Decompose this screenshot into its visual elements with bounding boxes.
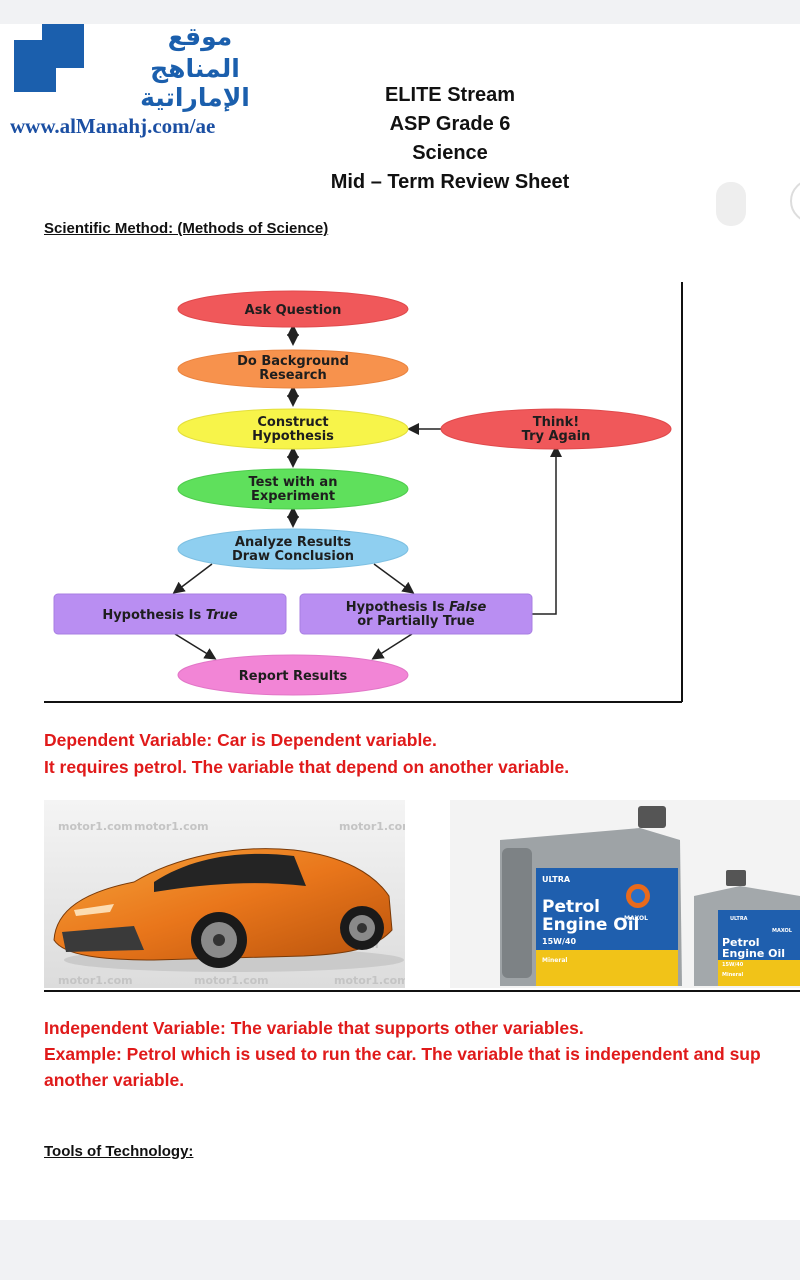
- label-report: Report Results: [239, 669, 348, 684]
- oil-mineral-large: Mineral: [542, 957, 567, 964]
- car-watermark-7: motor1.com: [334, 974, 405, 987]
- oil-line2-large: Engine Oil: [542, 915, 639, 935]
- arrow-analyze-true: [172, 563, 213, 594]
- scientific-method-title: Scientific Method: (Methods of Science): [44, 220, 329, 237]
- logo-arabic-line1: موقع: [167, 24, 233, 51]
- oil-grade-large: 15W/40: [542, 937, 576, 946]
- step-hypothesis-false: [299, 593, 533, 635]
- label-think-1: Think!: [533, 415, 579, 430]
- step-background-research: [177, 349, 409, 389]
- arrow-false-think: [532, 445, 562, 615]
- scientific-method-flowchart: Ask Question Do Background Research Cons…: [44, 282, 683, 703]
- independent-variable-line2: Example: Petrol which is used to run the…: [44, 1044, 761, 1064]
- dependent-variable-line1: Dependent Variable: Car is Dependent var…: [44, 730, 437, 750]
- car-watermark-2: motor1.com: [134, 820, 209, 833]
- independent-variable-line1: Independent Variable: The variable that …: [44, 1018, 584, 1038]
- step-construct-hypothesis: [177, 408, 409, 450]
- label-test-2: Experiment: [251, 489, 335, 504]
- image-divider-line: [44, 990, 800, 992]
- arrow-analyze-false: [373, 563, 415, 594]
- car-watermark-6: motor1.com: [194, 974, 269, 987]
- label-analyze-1: Analyze Results: [235, 535, 351, 550]
- label-hypothesis-false: Hypothesis Is False: [346, 600, 487, 615]
- logo-url: www.alManahj.com/ae: [10, 114, 216, 138]
- oil-mineral-small: Mineral: [722, 972, 743, 978]
- sports-car-image: motor1.com motor1.com motor1.com motor1.…: [44, 800, 405, 988]
- step-report-results: [177, 654, 409, 696]
- arrow-false-report: [371, 633, 413, 660]
- step-hypothesis-true: [53, 593, 287, 635]
- engine-oil-image: ULTRA MAXOL Petrol Engine Oil 15W/40 Min…: [450, 800, 800, 988]
- oil-line1-large: Petrol: [542, 897, 600, 917]
- step-test-experiment: [177, 468, 409, 510]
- oil-line1-small: Petrol: [722, 936, 760, 949]
- logo-arabic-line2: المناهج الإماراتية: [140, 54, 250, 112]
- independent-variable-line3: another variable.: [44, 1070, 185, 1090]
- car-watermark-5: motor1.com: [58, 974, 133, 987]
- oil-maker-small: MAXOL: [772, 928, 793, 934]
- header-sheet-title: Mid – Term Review Sheet: [330, 171, 570, 193]
- viewer-button[interactable]: [716, 182, 746, 226]
- label-test-1: Test with an: [249, 475, 338, 490]
- step-ask-question: [177, 290, 409, 328]
- oil-line2-small: Engine Oil: [722, 947, 785, 960]
- header-subject: Science: [412, 142, 488, 164]
- tools-of-technology-title: Tools of Technology:: [44, 1143, 194, 1160]
- header-grade: ASP Grade 6: [389, 113, 511, 135]
- car-watermark-1: motor1.com: [58, 820, 133, 833]
- oil-maker-large: MAXOL: [624, 915, 648, 922]
- step-think-try-again: [440, 408, 672, 450]
- label-ask: Ask Question: [245, 303, 342, 318]
- oil-brand-small: ULTRA: [730, 916, 748, 922]
- label-research-2: Research: [259, 368, 327, 383]
- label-hypothesis-2: Hypothesis: [252, 429, 334, 444]
- label-think-2: Try Again: [522, 429, 591, 444]
- oil-grade-small: 15W/40: [722, 962, 744, 968]
- document-page: موقع المناهج الإماراتية www.alManahj.com…: [0, 24, 800, 1220]
- label-hypothesis-1: Construct: [257, 415, 328, 430]
- label-research-1: Do Background: [237, 354, 349, 369]
- dependent-variable-line2: It requires petrol. The variable that de…: [44, 757, 570, 777]
- label-hypothesis-false-2: or Partially True: [357, 614, 475, 629]
- oil-brand-large: ULTRA: [542, 875, 571, 884]
- label-analyze-2: Draw Conclusion: [232, 549, 354, 564]
- header-stream: ELITE Stream: [384, 84, 516, 106]
- car-watermark-3: motor1.com: [339, 820, 405, 833]
- label-hypothesis-true: Hypothesis Is True: [102, 608, 238, 623]
- step-analyze-results: [177, 528, 409, 570]
- arrow-true-report: [174, 633, 217, 660]
